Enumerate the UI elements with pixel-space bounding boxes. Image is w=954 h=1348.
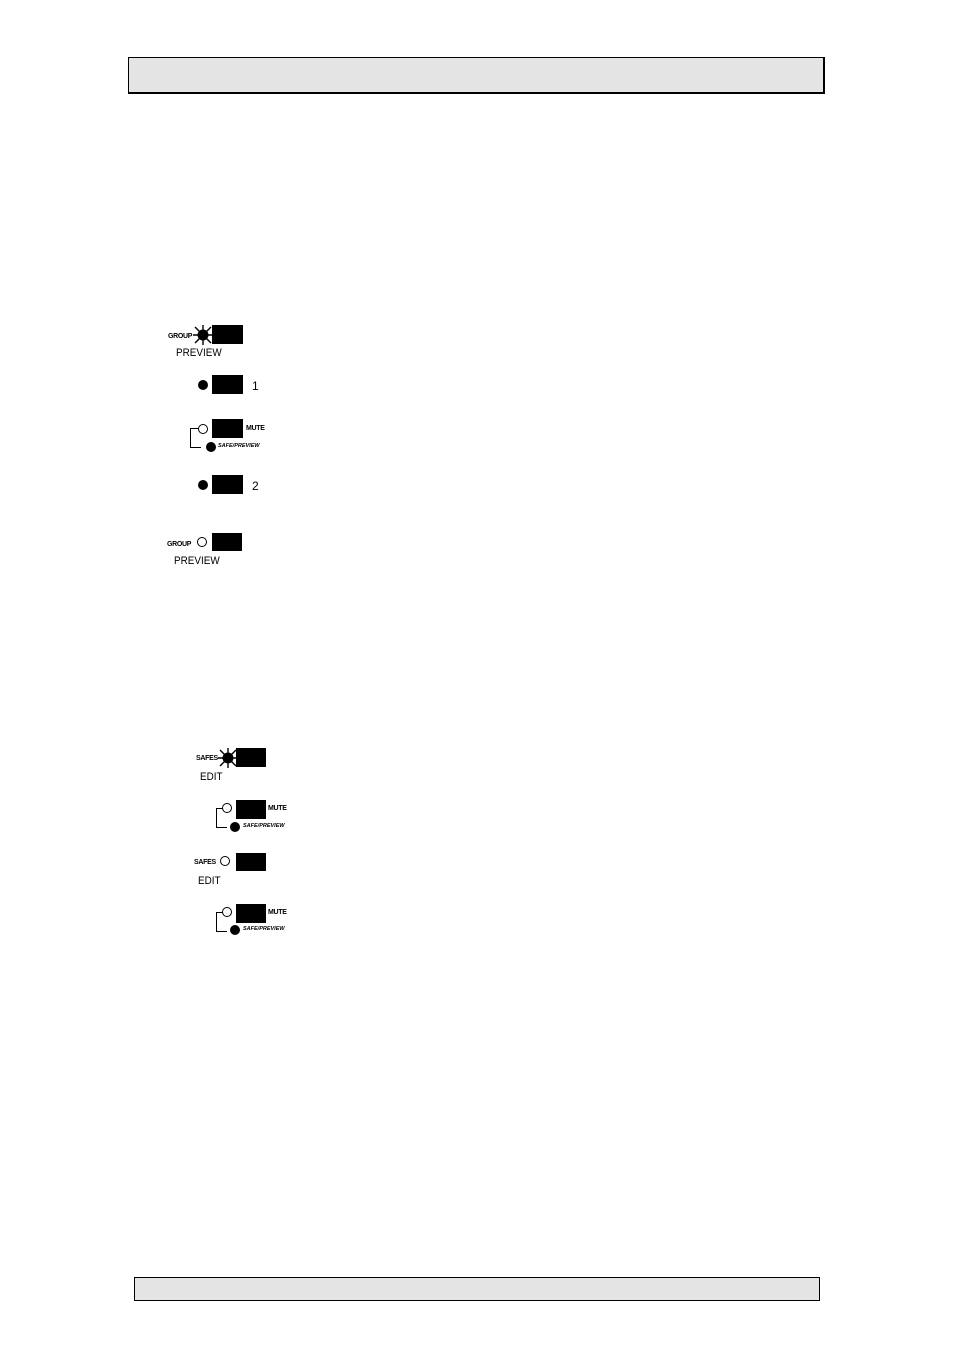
led-on-icon [230,925,240,935]
channel-number: 2 [252,479,259,493]
led-on-icon [198,380,208,390]
mute-label: MUTE [246,425,265,432]
edit-label: EDIT [198,875,221,887]
led-off-icon [222,907,232,917]
bracket-line [216,912,227,932]
safe-preview-label: SAFE/PREVIEW [243,823,285,829]
safes-key[interactable] [236,748,266,767]
page-footer-bar [134,1277,820,1301]
flashing-led-icon [193,325,213,345]
led-off-icon [222,803,232,813]
mute-label: MUTE [268,805,287,812]
led-off-icon [197,537,207,547]
led-off-icon [220,856,230,866]
safe-preview-label: SAFE/PREVIEW [218,443,260,449]
mute-key[interactable] [236,800,266,819]
mute-key[interactable] [236,904,266,923]
page-header-bar [128,57,825,94]
channel-1-key[interactable] [212,375,243,394]
safe-preview-label: SAFE/PREVIEW [243,926,285,932]
mute-label: MUTE [268,909,287,916]
led-on-icon [198,480,208,490]
bracket-line [190,428,201,448]
safes-key[interactable] [236,853,266,871]
led-on-icon [230,822,240,832]
group-key[interactable] [212,325,243,344]
channel-number: 1 [252,379,259,393]
group-tag: GROUP [167,541,192,548]
preview-label: PREVIEW [176,347,222,359]
flashing-led-icon [218,748,238,768]
safes-tag: SAFES [196,755,218,762]
bracket-line [216,808,227,828]
led-on-icon [206,442,216,452]
mute-key[interactable] [212,419,243,438]
group-tag: GROUP [168,333,193,340]
led-off-icon [198,424,208,434]
preview-label: PREVIEW [174,555,220,567]
group-key[interactable] [212,533,242,551]
safes-tag: SAFES [194,859,216,866]
channel-2-key[interactable] [212,475,243,494]
edit-label: EDIT [200,771,223,783]
